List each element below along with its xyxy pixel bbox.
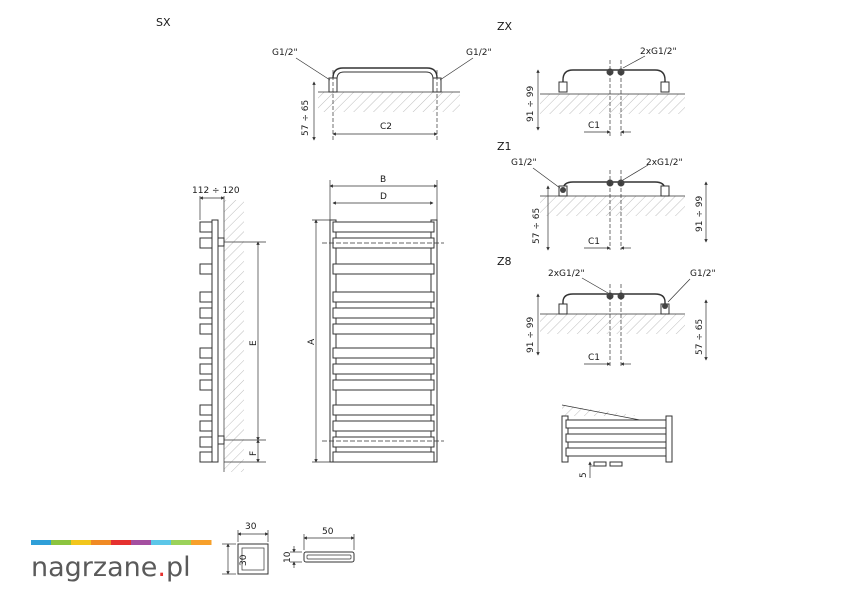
z1-radiator-top bbox=[562, 181, 666, 192]
z1-width-dim: C1 bbox=[588, 237, 600, 247]
front-dim-d: D bbox=[380, 192, 387, 202]
z1-conn-label: 2xG1/2" bbox=[646, 158, 683, 168]
z8-right-height-dim: 57 ÷ 65 bbox=[695, 319, 705, 355]
zx-width-dim: C1 bbox=[588, 121, 600, 131]
side-bars bbox=[199, 221, 213, 463]
view-sx: SX G1/2" G1/2" 57 ÷ 65 C2 bbox=[156, 16, 492, 141]
front-bars bbox=[332, 221, 435, 463]
zx-radiator-top bbox=[562, 69, 666, 90]
side-dim-f: F bbox=[249, 451, 259, 456]
view-z8: Z8 2xG1/2" G1/2" 91 ÷ 99 57 ÷ 65 C1 bbox=[497, 255, 716, 366]
brand-stripe-segment bbox=[91, 540, 112, 545]
zx-height-dim: 91 ÷ 99 bbox=[526, 86, 536, 122]
z1-left-conn-label: G1/2" bbox=[511, 158, 537, 168]
view-z1-title: Z1 bbox=[497, 140, 512, 153]
side-radiator-frame bbox=[211, 219, 219, 463]
z1-right-height-dim: 91 ÷ 99 bbox=[695, 196, 705, 232]
side-wall-hatch bbox=[224, 200, 244, 472]
brand-stripe-segment bbox=[131, 540, 152, 545]
profile-square: 30 30 bbox=[222, 522, 269, 575]
brand-stripe-segment bbox=[51, 540, 72, 545]
z1-left-height-dim: 57 ÷ 65 bbox=[532, 208, 542, 244]
sx-width-dim: C2 bbox=[380, 122, 392, 132]
profile-flat: 50 10 bbox=[283, 527, 355, 568]
sx-height-dim: 57 ÷ 65 bbox=[301, 100, 311, 136]
profile-flat-height: 10 bbox=[283, 551, 293, 563]
sx-right-conn-label: G1/2" bbox=[466, 48, 492, 58]
side-view: E F 112 ÷ 120 bbox=[192, 186, 266, 472]
brand-wordmark: nagrzane.pl bbox=[31, 552, 191, 583]
z8-width-dim: C1 bbox=[588, 353, 600, 363]
brand-stripe-segment bbox=[191, 540, 212, 545]
z8-left-height-dim: 91 ÷ 99 bbox=[526, 317, 536, 353]
brand-stripe-segment bbox=[151, 540, 172, 545]
front-dim-b: B bbox=[380, 175, 386, 185]
profile-square-width: 30 bbox=[245, 522, 257, 532]
brand-dot: . bbox=[157, 552, 166, 583]
zx-conn-label: 2xG1/2" bbox=[640, 47, 677, 57]
front-view: B D A bbox=[307, 175, 444, 463]
brand-stripe-segment bbox=[111, 540, 132, 545]
brand-stripe-segment bbox=[31, 540, 52, 545]
brand-stripe-segment bbox=[71, 540, 92, 545]
brand-name: nagrzane bbox=[31, 552, 157, 583]
z8-right-conn-label: G1/2" bbox=[690, 269, 716, 279]
view-sx-title: SX bbox=[156, 16, 171, 29]
sx-left-conn-label: G1/2" bbox=[272, 48, 298, 58]
front-dim-a: A bbox=[307, 338, 317, 345]
z8-conn-label: 2xG1/2" bbox=[548, 269, 585, 279]
view-z1: Z1 G1/2" 2xG1/2" 57 ÷ 65 91 ÷ 99 C1 bbox=[497, 140, 708, 251]
detail-dim-5: 5 bbox=[579, 472, 589, 478]
z8-radiator-top bbox=[562, 293, 666, 310]
brand-logo: nagrzane.pl bbox=[31, 540, 212, 583]
brand-tld: pl bbox=[166, 552, 191, 583]
brand-stripe-segment bbox=[171, 540, 192, 545]
side-wall-dim: 112 ÷ 120 bbox=[192, 186, 240, 196]
view-zx-title: ZX bbox=[497, 20, 513, 33]
profile-square-height: 30 bbox=[239, 554, 249, 566]
detail-view: 5 bbox=[561, 404, 673, 478]
sx-radiator-top bbox=[332, 67, 438, 88]
brand-color-stripe bbox=[31, 540, 212, 545]
view-z8-title: Z8 bbox=[497, 255, 512, 268]
view-zx: ZX 2xG1/2" 91 ÷ 99 C1 bbox=[497, 20, 685, 136]
side-dim-e: E bbox=[249, 340, 259, 346]
sx-wall-hatch bbox=[318, 92, 460, 112]
profile-flat-width: 50 bbox=[322, 527, 334, 537]
